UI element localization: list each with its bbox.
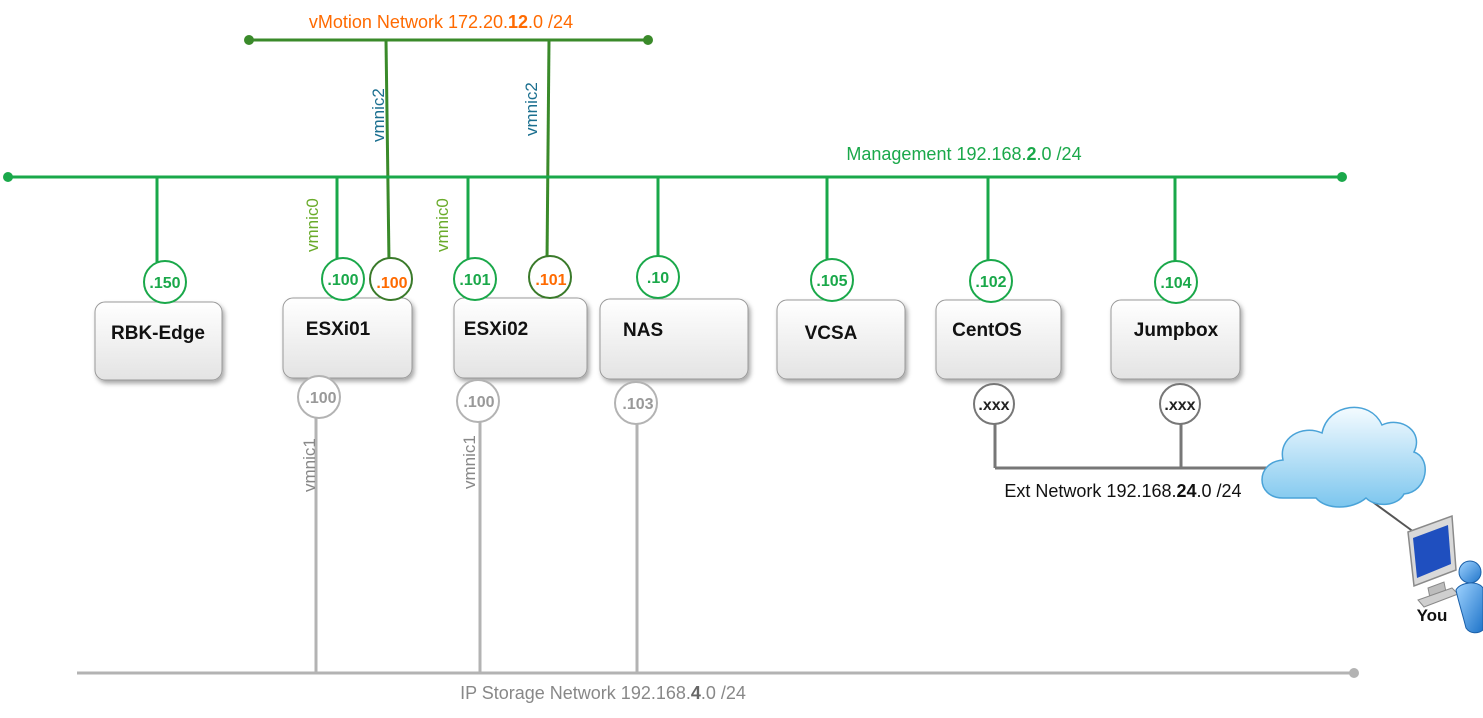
vmotion-drop-esxi02 xyxy=(545,39,551,263)
storage-ip-nas: .103 xyxy=(614,381,658,425)
cloud-icon xyxy=(1261,406,1426,508)
management-network: Management 192.168.2.0 /24 vmnic0 vmnic0 xyxy=(3,144,1347,262)
svg-text:.150: .150 xyxy=(149,275,180,292)
vmotion-drop-esxi01 xyxy=(384,39,391,263)
host-rbk-edge[interactable]: RBK-Edge xyxy=(94,301,223,381)
mgmt-ip-centos: .102 xyxy=(969,259,1013,303)
vmotion-ip-esxi02: .101 xyxy=(528,255,572,299)
vmnic2-label-esxi02: vmnic2 xyxy=(522,82,541,136)
management-bus-endpoint xyxy=(3,172,13,182)
svg-text:.101: .101 xyxy=(459,272,490,289)
vmotion-bus-endpoint xyxy=(643,35,653,45)
mgmt-ip-esxi02: .101 xyxy=(453,257,497,301)
svg-text:.103: .103 xyxy=(622,396,653,413)
storage-ip-esxi02: .100 xyxy=(456,379,500,423)
vmnic1-label-esxi02: vmnic1 xyxy=(460,435,479,489)
mgmt-ip-badges: .150 .100 .101 .10 .105 .102 .104 xyxy=(143,255,1198,304)
ext-ip-centos: .xxx xyxy=(973,383,1015,425)
person-icon xyxy=(1455,560,1483,634)
management-network-label: Management 192.168.2.0 /24 xyxy=(846,144,1081,164)
vmnic2-label-esxi01: vmnic2 xyxy=(369,88,388,142)
svg-text:.xxx: .xxx xyxy=(1164,397,1195,414)
svg-text:.10: .10 xyxy=(647,270,669,287)
management-bus-endpoint xyxy=(1337,172,1347,182)
svg-text:.100: .100 xyxy=(376,275,407,292)
svg-text:.100: .100 xyxy=(463,394,494,411)
host-centos[interactable]: CentOS xyxy=(935,299,1062,380)
mgmt-ip-rbk-edge: .150 xyxy=(143,260,187,304)
storage-network-label: IP Storage Network 192.168.4.0 /24 xyxy=(460,683,746,703)
mgmt-ip-vcsa: .105 xyxy=(810,258,854,302)
svg-text:.100: .100 xyxy=(305,390,336,407)
cloud-to-user-link xyxy=(1369,499,1419,536)
ext-network-label: Ext Network 192.168.24.0 /24 xyxy=(1004,481,1241,501)
user-icon: You xyxy=(1407,514,1483,634)
host-label-vcsa: VCSA xyxy=(805,323,858,344)
storage-ip-esxi01: .100 xyxy=(297,375,341,419)
vmotion-ip-badges: .100 .101 xyxy=(369,255,572,301)
svg-text:.100: .100 xyxy=(327,272,358,289)
host-label-esxi01: ESXi01 xyxy=(306,319,371,340)
host-vcsa[interactable]: VCSA xyxy=(776,299,906,380)
vmnic1-label-esxi01: vmnic1 xyxy=(300,438,319,492)
storage-bus-endpoint xyxy=(1349,668,1359,678)
vmotion-bus-endpoint xyxy=(244,35,254,45)
mgmt-ip-nas: .10 xyxy=(636,255,680,299)
host-esxi01[interactable]: ESXi01 xyxy=(282,297,413,379)
hosts: RBK-Edge ESXi01 ESXi02 NAS VCSA CentOS J… xyxy=(94,297,1241,381)
svg-text:.xxx: .xxx xyxy=(978,397,1009,414)
host-label-nas: NAS xyxy=(623,320,663,341)
vmotion-network-label: vMotion Network 172.20.12.0 /24 xyxy=(309,12,573,32)
host-label-rbk-edge: RBK-Edge xyxy=(111,323,205,344)
svg-text:.101: .101 xyxy=(535,272,566,289)
host-label-esxi02: ESXi02 xyxy=(464,319,528,340)
ext-ip-badges: .xxx .xxx xyxy=(973,383,1201,425)
svg-text:.105: .105 xyxy=(816,273,847,290)
ext-network: Ext Network 192.168.24.0 /24 xyxy=(993,424,1419,536)
vmnic0-label-esxi02: vmnic0 xyxy=(433,198,452,252)
storage-network: IP Storage Network 192.168.4.0 /24 vmnic… xyxy=(77,418,1359,703)
svg-text:.102: .102 xyxy=(975,274,1006,291)
mgmt-ip-jumpbox: .104 xyxy=(1154,260,1198,304)
host-label-centos: CentOS xyxy=(952,320,1022,341)
ext-ip-jumpbox: .xxx xyxy=(1159,383,1201,425)
host-nas[interactable]: NAS xyxy=(599,298,749,380)
user-label: You xyxy=(1417,606,1448,625)
vmotion-ip-esxi01: .100 xyxy=(369,257,413,301)
computer-monitor-icon xyxy=(1407,514,1459,608)
host-esxi02[interactable]: ESXi02 xyxy=(453,297,588,379)
host-label-jumpbox: Jumpbox xyxy=(1134,320,1219,341)
svg-text:.104: .104 xyxy=(1160,275,1191,292)
storage-ip-badges: .100 .100 .103 xyxy=(297,375,658,425)
host-jumpbox[interactable]: Jumpbox xyxy=(1110,299,1241,380)
vmotion-network: vMotion Network 172.20.12.0 /24 vmnic2 v… xyxy=(244,12,653,263)
vmnic0-label-esxi01: vmnic0 xyxy=(303,198,322,252)
mgmt-ip-esxi01: .100 xyxy=(321,257,365,301)
